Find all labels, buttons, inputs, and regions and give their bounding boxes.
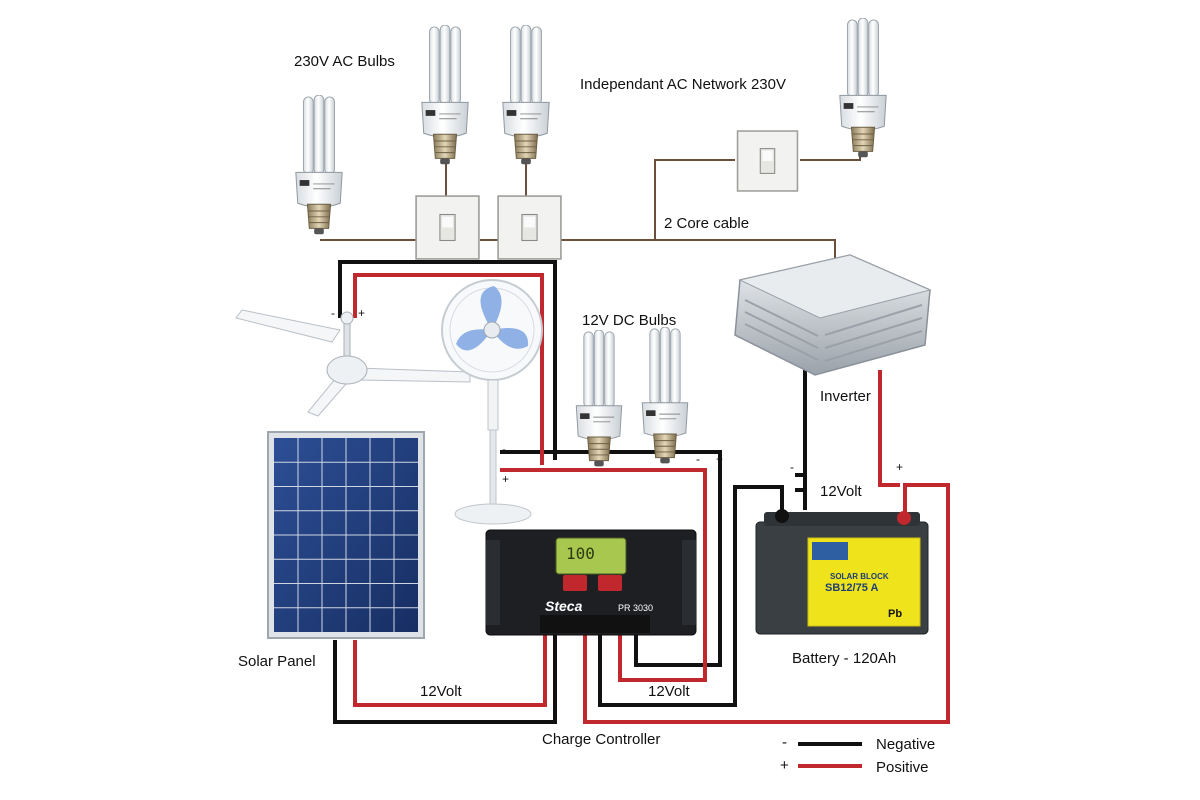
inverter-label: Inverter — [820, 388, 871, 405]
dc-minus-mark: - — [696, 452, 700, 466]
dc-bulbs-label: 12V DC Bulbs — [582, 312, 677, 329]
solar-panel — [267, 431, 425, 639]
controller-display: 100 — [566, 544, 595, 563]
wall-switch-2 — [497, 195, 562, 260]
battery-product-line: SOLAR BLOCK — [830, 572, 889, 581]
panel-voltage-label: 12Volt — [420, 683, 462, 700]
charge-controller-label: Charge Controller — [542, 731, 661, 748]
ac-bulb-2 — [421, 25, 469, 165]
pedestal-plus-mark: + — [502, 472, 510, 486]
fan-minus-mark: - — [331, 306, 335, 320]
ac-bulbs-label: 230V AC Bulbs — [294, 53, 395, 70]
legend-negative-text: Negative — [876, 736, 936, 753]
wall-switch-3 — [736, 130, 799, 192]
ac-network-label: Independant AC Network 230V — [580, 76, 786, 93]
controller-voltage-label: 12Volt — [648, 683, 690, 700]
pedestal-fan — [441, 279, 543, 525]
controller-brand: Steca — [545, 598, 583, 614]
ceiling-fan — [235, 309, 471, 417]
legend-positive-sign: + — [780, 757, 789, 774]
battery — [755, 509, 929, 635]
ac-bulb-4 — [839, 18, 887, 158]
battery-minus-mark: - — [790, 460, 794, 474]
battery-voltage-label: 12Volt — [820, 483, 862, 500]
battery-label: Battery - 120Ah — [792, 650, 897, 667]
ac-bulb-3 — [502, 25, 550, 165]
controller-model: PR 3030 — [618, 603, 654, 613]
wall-switch-1 — [415, 195, 480, 260]
solar-panel-label: Solar Panel — [238, 653, 316, 670]
positive-wiring — [353, 273, 950, 724]
charge-controller — [485, 529, 697, 636]
dc-plus-mark: + — [716, 452, 724, 466]
dc-bulb-2 — [641, 327, 689, 464]
legend-positive-text: Positive — [876, 759, 929, 776]
legend-negative-sign: - — [782, 734, 787, 751]
negative-wiring — [333, 260, 807, 724]
battery-plus-mark: + — [896, 460, 904, 474]
fan-plus-mark: + — [358, 306, 366, 320]
ac-wiring — [320, 150, 861, 265]
ac-bulb-1 — [295, 95, 343, 235]
dc-bulb-1 — [575, 330, 623, 467]
battery-chemistry: Pb — [888, 608, 903, 620]
pedestal-minus-mark: - — [502, 442, 506, 456]
battery-model: SB12/75 A — [825, 582, 879, 594]
inverter-unit — [734, 254, 932, 376]
core-cable-label: 2 Core cable — [664, 215, 750, 232]
